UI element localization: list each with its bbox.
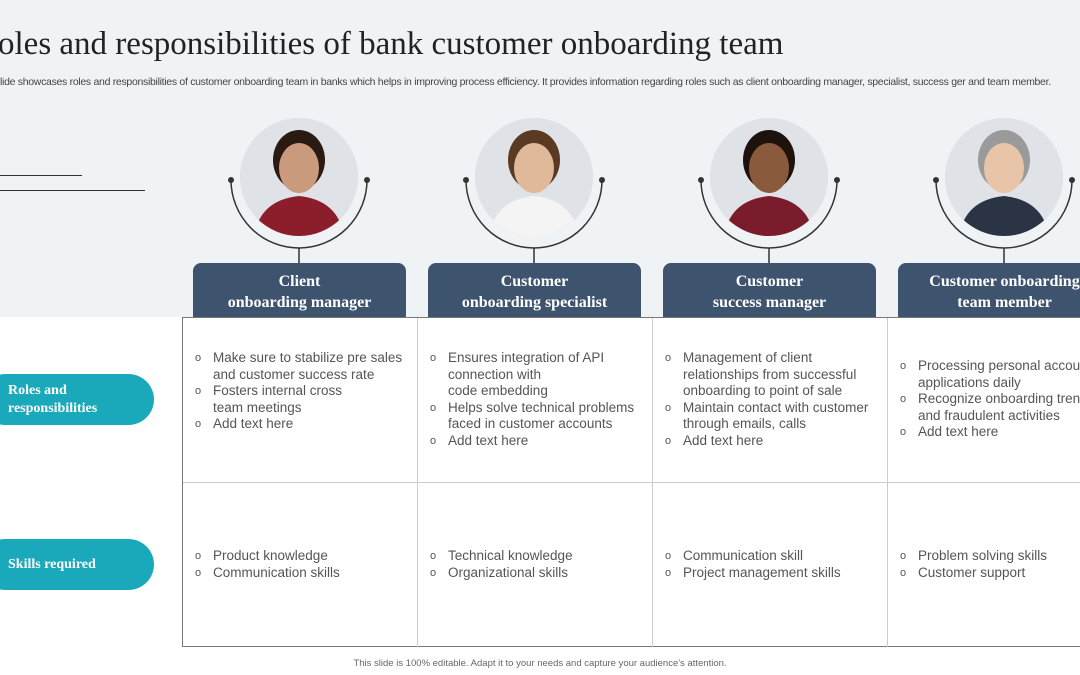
column-header: Customer success manager [663, 263, 876, 317]
bullet-item: Communication skill [665, 548, 877, 565]
team-member-photo [454, 110, 614, 265]
header-line: Client [278, 273, 321, 290]
header-line: onboarding specialist [461, 294, 608, 311]
column-header: Client onboarding manager [193, 263, 406, 317]
bullet-item: onboarding to point of sale [683, 383, 843, 398]
bullet-item: Processing personal accou [900, 358, 1080, 375]
bullet-item: Maintain contact with customer [665, 400, 877, 417]
bullet-item: relationships from successful [683, 366, 857, 382]
header-line: Customer [500, 273, 569, 290]
skills-cell: Product knowledgeCommunication skills [183, 482, 418, 647]
bullet-item: connection with [448, 366, 542, 382]
bullet-item: and customer success rate [213, 366, 375, 382]
bullet-item: Problem solving skills [900, 548, 1080, 565]
bullet-item: Management of client [665, 350, 877, 367]
bullet-item: faced in customer accounts [448, 416, 613, 431]
bullet-item: code embedding [448, 383, 548, 398]
bullet-item: Recognize onboarding tren [900, 391, 1080, 408]
page-title: oles and responsibilities of bank custom… [0, 26, 784, 62]
bullet-item: Project management skills [665, 565, 877, 582]
decorative-line [0, 190, 145, 191]
bullet-item: Make sure to stabilize pre sales [195, 350, 407, 367]
row-divider [183, 482, 1080, 483]
skills-cell: Communication skillProject management sk… [653, 482, 888, 647]
header-line: Customer onboarding [929, 273, 1080, 290]
header-line: team member [957, 294, 1052, 311]
arc-frame [228, 177, 370, 263]
footer-note: This slide is 100% editable. Adapt it to… [353, 658, 727, 669]
bullet-item: and fraudulent activities [918, 407, 1060, 423]
header-line: Customer [735, 273, 804, 290]
bullet-item: applications daily [918, 374, 1021, 390]
bullet-item: Add text here [665, 433, 877, 450]
bullet-item: through emails, calls [683, 416, 807, 431]
bullet-item: Add text here [195, 416, 407, 433]
avatar [945, 118, 1063, 236]
bullet-item: Helps solve technical problems [430, 400, 642, 417]
arc-frame [698, 177, 840, 263]
arc-frame [463, 177, 605, 263]
arc-frame [933, 177, 1075, 263]
skills-cell: Problem solving skillsCustomer support [888, 482, 1080, 647]
decorative-line [0, 175, 82, 176]
column-header: Customer onboarding specialist [428, 263, 641, 317]
row-label-roles: Roles and responsibilities [0, 374, 154, 425]
bullet-item: Ensures integration of API [430, 350, 642, 367]
team-member-photo [924, 110, 1080, 265]
avatar [710, 118, 828, 236]
bullet-item: Customer support [900, 565, 1080, 582]
row-label-skills: Skills required [0, 539, 154, 590]
bullet-item: team meetings [213, 399, 302, 415]
bullet-item: Organizational skills [430, 565, 642, 582]
page-subtitle: lide showcases roles and responsibilitie… [0, 76, 1051, 88]
column-header: Customer onboarding team member [898, 263, 1080, 317]
bullet-item: Fosters internal cross [195, 383, 407, 400]
bullet-item: Communication skills [195, 565, 407, 582]
bullet-item: Product knowledge [195, 548, 407, 565]
team-member-photo [219, 110, 379, 265]
skills-cell: Technical knowledgeOrganizational skills [418, 482, 653, 647]
bullet-item: Add text here [430, 433, 642, 450]
header-line: success manager [712, 294, 827, 311]
header-line: onboarding manager [227, 294, 372, 311]
team-member-photo [689, 110, 849, 265]
bullet-item: Technical knowledge [430, 548, 642, 565]
avatar [475, 118, 593, 236]
bullet-item: Add text here [900, 424, 1080, 441]
avatar [240, 118, 358, 236]
